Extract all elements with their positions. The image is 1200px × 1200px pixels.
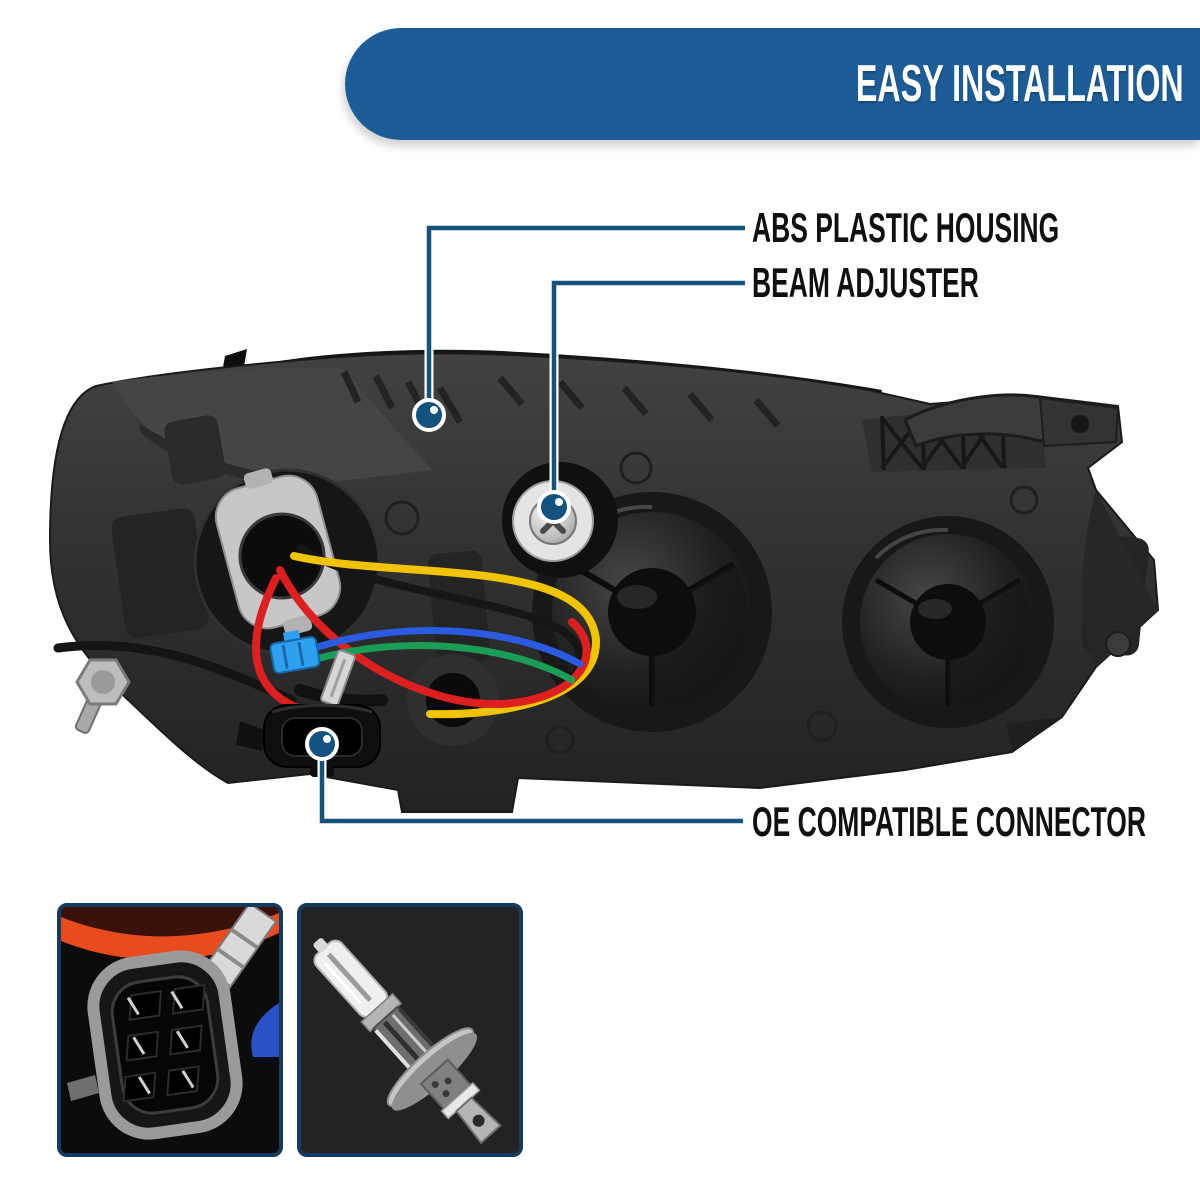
banner-label: EASY INSTALLATION — [856, 55, 1184, 113]
inset-oe-connector-photo — [57, 903, 283, 1157]
stamp-circles — [384, 451, 1039, 755]
wiring-harness — [53, 544, 601, 719]
right-peg — [1105, 631, 1131, 657]
callout-dot-abs — [412, 398, 446, 432]
bulb-socket — [193, 468, 381, 656]
callout-dot-oe — [305, 727, 339, 761]
easy-installation-banner: EASY INSTALLATION — [345, 28, 1200, 140]
callout-line-beam — [537, 278, 745, 524]
callout-line-abs — [412, 223, 745, 432]
callout-dot-beam — [537, 490, 571, 524]
callout-label-beam-adjuster: BEAM ADJUSTER — [752, 259, 979, 306]
headlight-housing — [48, 349, 1160, 813]
blue-wire — [251, 1003, 279, 1057]
bracket-hole — [1071, 415, 1089, 433]
mounting-bracket — [862, 393, 1120, 472]
callout-line-oe — [305, 727, 743, 826]
callout-lines — [305, 223, 745, 826]
callout-label-oe-compatible-connector: OE COMPATIBLE CONNECTOR — [752, 798, 1146, 845]
connector-body — [87, 950, 243, 1140]
inset-h1-bulb-photo — [297, 903, 523, 1157]
h1-halogen-bulb — [301, 907, 519, 1153]
pin-slots — [122, 983, 206, 1103]
oe-connector-closeup — [61, 907, 279, 1153]
side-tab — [67, 1075, 99, 1101]
blue-clip — [269, 629, 321, 674]
callout-label-abs-plastic-housing: ABS PLASTIC HOUSING — [752, 204, 1060, 251]
hex-bolt — [74, 658, 131, 734]
right-facet — [1082, 490, 1158, 667]
metal-terminal — [320, 649, 356, 707]
bottom-step-shadow — [1006, 717, 1062, 752]
dust-cap-right — [842, 516, 1054, 728]
